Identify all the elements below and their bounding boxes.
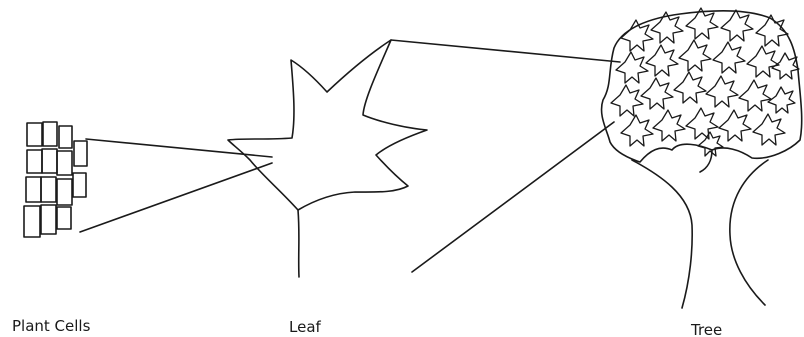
tree-leaf — [698, 132, 723, 156]
tree-trunk-left — [632, 160, 692, 308]
tree-leaf — [686, 108, 718, 139]
tree-label: Tree — [691, 323, 722, 337]
tree-leaf — [611, 85, 643, 116]
plant-cell — [57, 207, 71, 229]
tree-leaf — [621, 20, 653, 51]
tree-illustration — [602, 8, 802, 308]
tree-leaf — [721, 10, 753, 41]
plant-cell — [24, 206, 40, 237]
tree-branch — [700, 150, 712, 172]
tree-leaf — [753, 114, 785, 145]
plant-cell — [74, 141, 87, 166]
plant-cells-label: Plant Cells — [12, 319, 90, 334]
plant-cell — [41, 177, 56, 202]
plant-cell — [57, 151, 72, 175]
tree-leaf — [706, 76, 738, 107]
plant-cell — [59, 126, 72, 148]
tree-trunk-right — [730, 160, 768, 305]
tree-leaf — [616, 52, 648, 83]
tree-leaf — [713, 42, 745, 73]
tree-leaf — [719, 110, 751, 141]
leaf-illustration — [228, 40, 427, 277]
tree-leaf — [739, 80, 771, 111]
plant-cell — [27, 150, 42, 173]
plant-cell — [41, 205, 56, 234]
zoom-line-leaf-tree-bottom — [412, 122, 614, 272]
plant-cell — [73, 173, 86, 197]
tree-leaves — [611, 8, 799, 156]
tree-leaf — [646, 45, 678, 76]
plant-cell — [57, 179, 72, 205]
tree-leaf — [747, 46, 779, 77]
zoom-line-cells-leaf-bottom — [80, 163, 272, 232]
leaf-stem — [298, 210, 299, 277]
tree-leaf — [621, 115, 653, 146]
leaf-label: Leaf — [289, 320, 321, 335]
plant-cell — [27, 123, 42, 146]
tree-leaf — [641, 78, 673, 109]
leaf-outline — [228, 40, 427, 210]
plant-cell — [26, 177, 41, 202]
tree-leaf — [674, 72, 706, 103]
plant-cell — [43, 122, 57, 146]
tree-leaf — [653, 110, 685, 141]
plant-cell — [42, 149, 57, 173]
tree-leaf — [768, 87, 795, 113]
tree-leaf — [679, 40, 711, 71]
plant-cells-illustration — [24, 122, 87, 237]
zoom-line-leaf-tree-top — [391, 40, 620, 62]
